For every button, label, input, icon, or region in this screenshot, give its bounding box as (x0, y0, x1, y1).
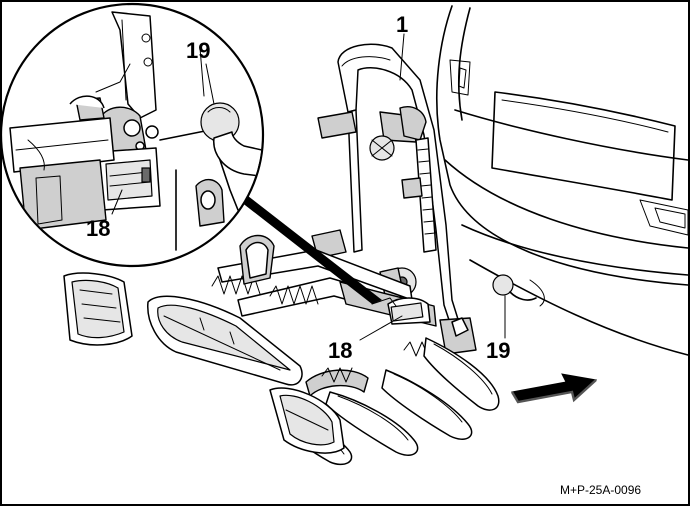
label-lever-inset: 18 (86, 216, 110, 241)
label-ball-head-inset: 19 (186, 38, 210, 63)
arrow-right-icon-shadow (510, 379, 597, 404)
callout-wedge (218, 184, 382, 304)
figure-code: M+P-25A-0096 (560, 483, 641, 497)
label-lever-main: 18 (328, 338, 352, 363)
leader-lever-inset (111, 189, 123, 215)
leader-carrier (399, 33, 405, 81)
label-ball-head-main: 19 (486, 338, 510, 363)
carrier-mast (311, 43, 463, 336)
leader-lever-main (359, 315, 403, 341)
car-rear (436, 5, 689, 356)
inset-detail (0, 2, 265, 268)
ball-head-main (492, 274, 537, 339)
leader-ball-inset (205, 63, 215, 105)
carrier-base (211, 234, 477, 397)
tail-light-bar (63, 272, 345, 454)
label-bike-carrier: 1 (396, 12, 408, 37)
